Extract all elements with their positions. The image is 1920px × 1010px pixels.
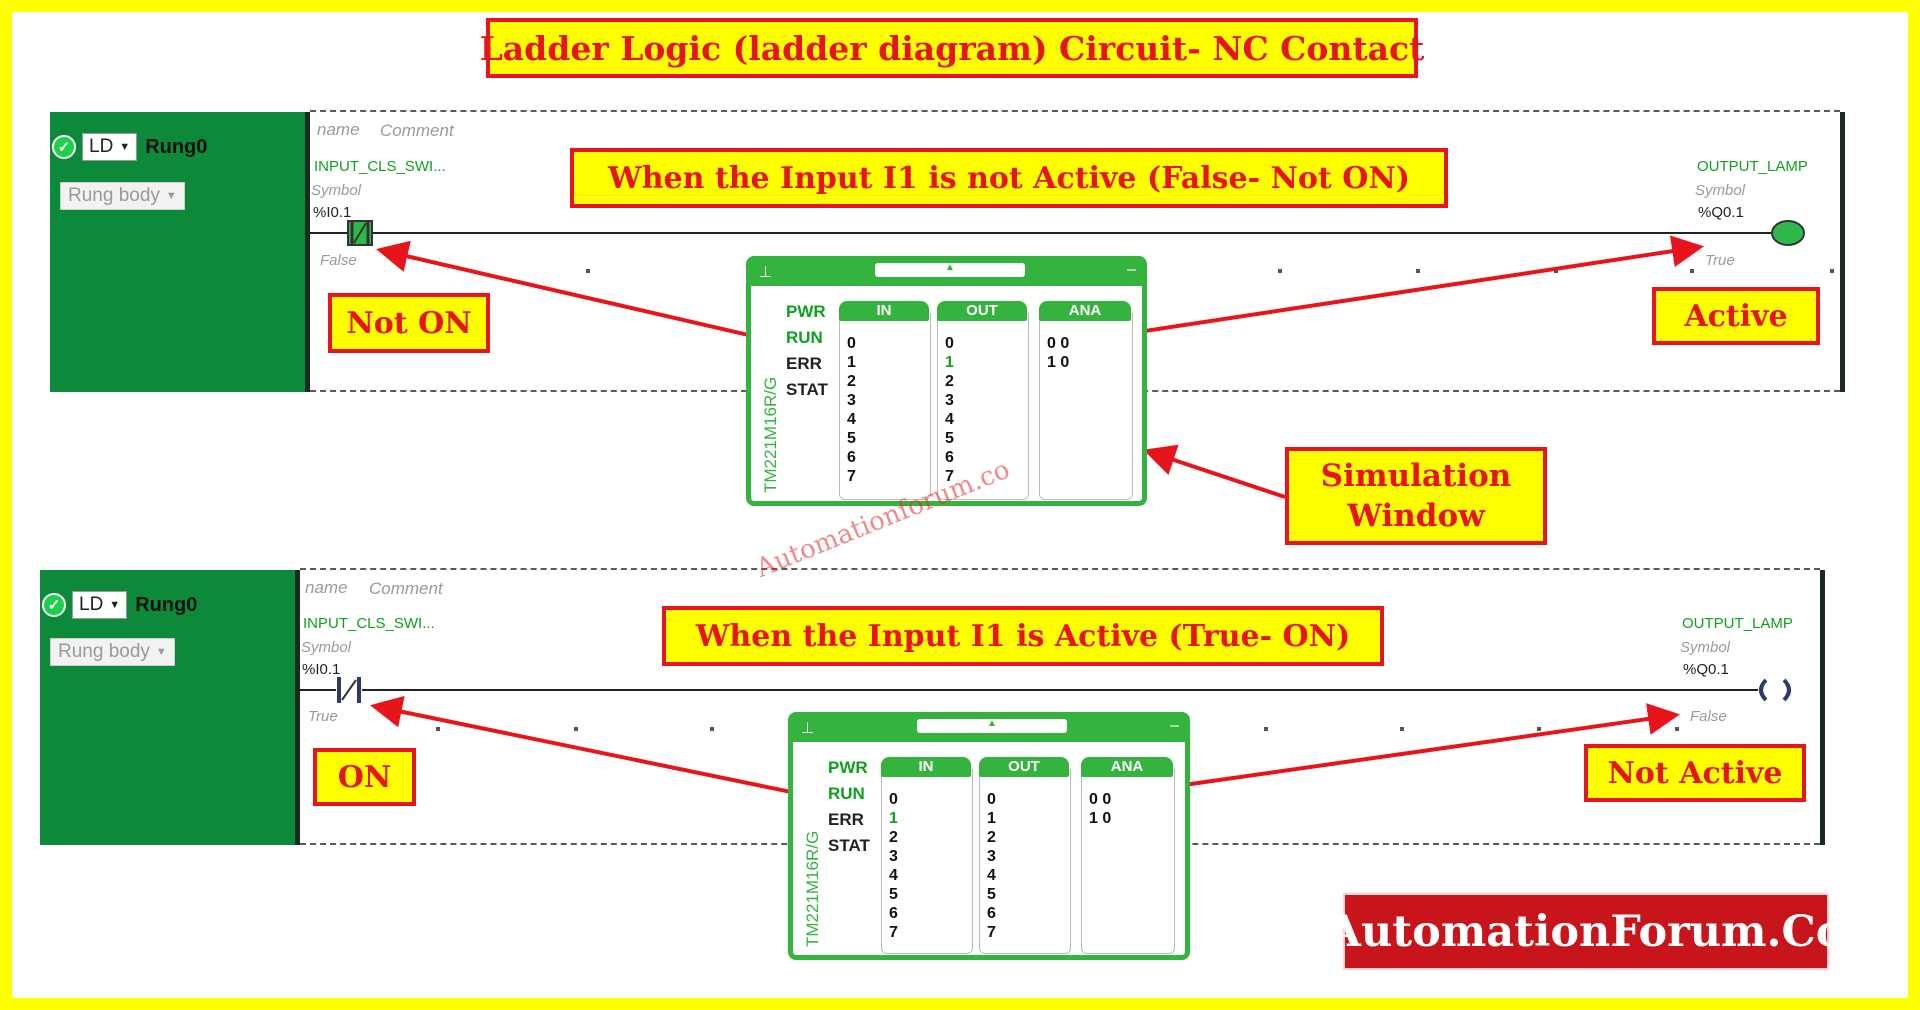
output-callout: Active xyxy=(1652,287,1820,345)
collapse-handle[interactable]: ▲ xyxy=(917,719,1067,733)
check-icon[interactable]: ✓ xyxy=(52,135,76,159)
symbol-label: Symbol xyxy=(301,639,352,656)
input-state: True xyxy=(308,708,338,725)
rung-body-dropdown[interactable]: Rung body▼ xyxy=(50,638,175,666)
chevron-down-icon: ▼ xyxy=(109,599,121,611)
output-coil-icon[interactable] xyxy=(1759,678,1791,702)
symbol-label: Symbol xyxy=(311,182,362,199)
simulation-window[interactable]: ⊥ ▲ – TM221M16R/G PWR RUN ERR STAT IN OU… xyxy=(788,712,1190,960)
symbol-label: Symbol xyxy=(1680,639,1731,656)
ana-header: ANA xyxy=(1039,301,1131,321)
out-header: OUT xyxy=(979,757,1069,777)
output-symbol[interactable]: OUTPUT_LAMP xyxy=(1697,158,1808,175)
status-labels: PWR RUN ERR STAT xyxy=(828,758,870,855)
site-logo: AutomationForum.Co xyxy=(1328,893,1844,970)
comment-label: Comment xyxy=(369,579,443,598)
rung-name: Rung0 xyxy=(145,135,208,158)
nc-contact-icon[interactable] xyxy=(336,677,362,703)
minimize-icon[interactable]: – xyxy=(1170,717,1179,734)
output-coil-icon[interactable] xyxy=(1771,220,1805,246)
pin-icon[interactable]: ⊥ xyxy=(759,264,773,281)
ld-dropdown[interactable]: LD▼ xyxy=(82,133,138,161)
check-icon[interactable]: ✓ xyxy=(42,593,66,617)
input-address: %I0.1 xyxy=(313,204,352,221)
input-address: %I0.1 xyxy=(302,661,341,678)
rung-banner: When the Input I1 is Active (True- ON) xyxy=(662,606,1384,666)
collapse-handle[interactable]: ▲ xyxy=(875,263,1025,277)
output-address: %Q0.1 xyxy=(1683,661,1729,678)
chevron-down-icon: ▼ xyxy=(165,190,177,202)
input-symbol[interactable]: INPUT_CLS_SWI... xyxy=(314,158,446,175)
output-state: False xyxy=(1690,708,1727,725)
chevron-down-icon: ▼ xyxy=(155,646,167,658)
rung-panel-1 xyxy=(50,110,1845,392)
output-address: %Q0.1 xyxy=(1698,204,1744,221)
name-label: name xyxy=(305,578,348,597)
ld-dropdown[interactable]: LD▼ xyxy=(72,591,128,619)
input-callout: ON xyxy=(313,748,416,806)
in-header: IN xyxy=(881,757,971,777)
chevron-down-icon: ▼ xyxy=(119,141,131,153)
rung-name: Rung0 xyxy=(135,593,198,616)
name-label: name xyxy=(317,120,360,139)
nc-contact-icon[interactable] xyxy=(347,220,373,246)
in-header: IN xyxy=(839,301,929,321)
pin-icon[interactable]: ⊥ xyxy=(801,720,815,737)
input-callout: Not ON xyxy=(328,293,490,353)
simulation-window[interactable]: ⊥ ▲ – TM221M16R/G PWR RUN ERR STAT IN OU… xyxy=(746,256,1147,506)
output-callout: Not Active xyxy=(1584,744,1806,802)
out-header: OUT xyxy=(937,301,1027,321)
rung-selector: ✓ LD▼ Rung0 xyxy=(52,133,207,161)
rung-banner: When the Input I1 is not Active (False- … xyxy=(570,148,1448,208)
simulation-window-callout: Simulation Window xyxy=(1285,447,1547,545)
ana-header: ANA xyxy=(1081,757,1173,777)
input-state: False xyxy=(320,252,357,269)
output-state: True xyxy=(1705,252,1735,269)
rung-body-dropdown[interactable]: Rung body▼ xyxy=(60,182,185,210)
plc-model: TM221M16R/G xyxy=(761,376,780,493)
input-symbol[interactable]: INPUT_CLS_SWI... xyxy=(303,615,435,632)
plc-model: TM221M16R/G xyxy=(803,830,822,947)
comment-label: Comment xyxy=(380,121,454,140)
minimize-icon[interactable]: – xyxy=(1127,261,1136,278)
page-title: Ladder Logic (ladder diagram) Circuit- N… xyxy=(480,18,1424,78)
symbol-label: Symbol xyxy=(1695,182,1746,199)
status-labels: PWR RUN ERR STAT xyxy=(786,302,828,399)
output-symbol[interactable]: OUTPUT_LAMP xyxy=(1682,615,1793,632)
rung-selector: ✓ LD▼ Rung0 xyxy=(42,591,197,619)
